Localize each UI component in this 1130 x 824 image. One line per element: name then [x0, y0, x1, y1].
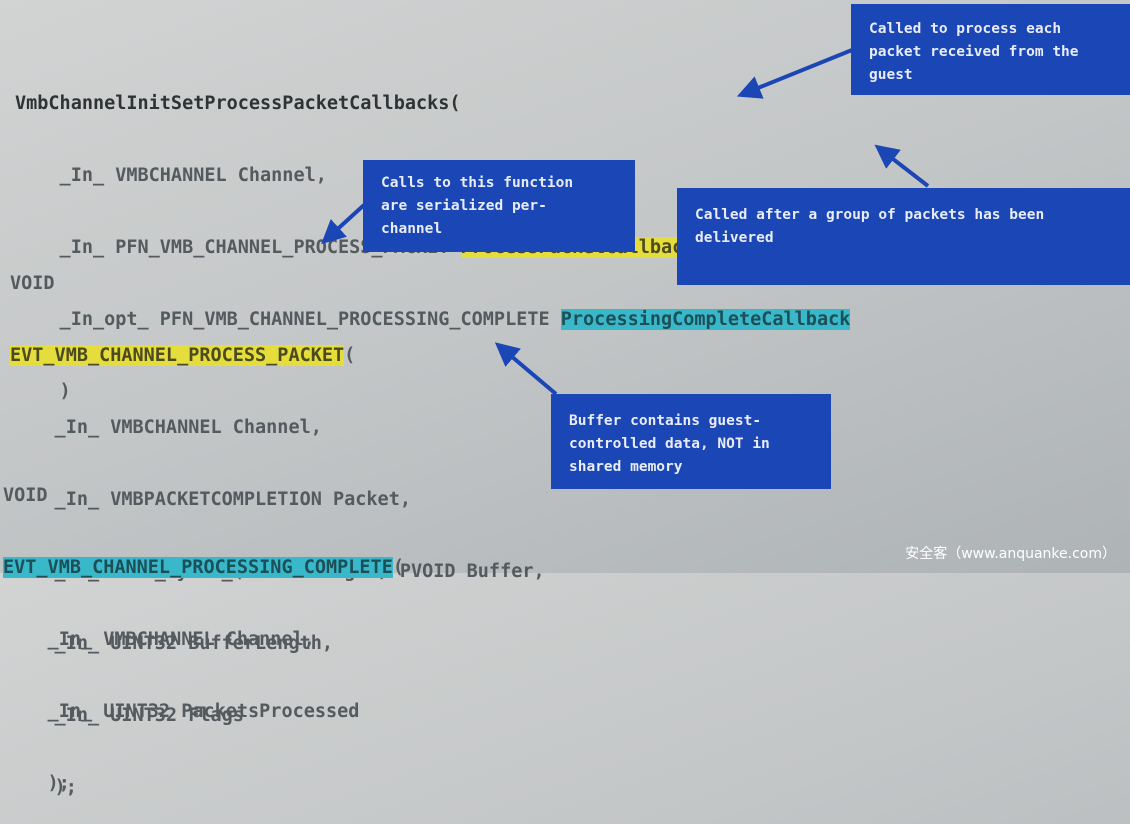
code-line: _In_ VMBCHANNEL Channel, — [3, 629, 315, 650]
arrows — [321, 48, 930, 396]
arrow-icon — [321, 203, 366, 245]
function-name: VmbChannelInitSetProcessPacketCallbacks( — [15, 93, 461, 114]
code-line: _In_ UINT32 PacketsProcessed — [3, 701, 360, 722]
code-line: ); — [3, 773, 70, 794]
callout-buffer: Buffer contains guest- controlled data, … — [551, 394, 831, 489]
return-type: VOID — [3, 485, 48, 506]
callout-completion: Called after a group of packets has been… — [677, 188, 1130, 285]
arrow-icon — [494, 342, 558, 396]
watermark: 安全客（www.anquanke.com） — [905, 546, 1116, 562]
code-line: ) — [15, 381, 71, 402]
code-line: _In_opt_ PFN_VMB_CHANNEL_PROCESSING_COMP… — [15, 309, 851, 330]
code-line: _In_ VMBCHANNEL Channel, — [15, 165, 327, 186]
callout-serialized: Calls to this function are serialized pe… — [363, 160, 635, 252]
callout-process-packet: Called to process each packet received f… — [851, 4, 1130, 95]
code-line: _In_ VMBPACKETCOMPLETION Packet, — [10, 489, 411, 510]
return-type: VOID — [10, 273, 55, 294]
function-name: EVT_VMB_CHANNEL_PROCESS_PACKET( — [10, 345, 356, 366]
arrow-icon — [874, 144, 930, 188]
arrow-icon — [736, 48, 853, 99]
highlight-processing-complete-callback: ProcessingCompleteCallback — [560, 309, 851, 330]
code-line: _In_ VMBCHANNEL Channel, — [10, 417, 322, 438]
